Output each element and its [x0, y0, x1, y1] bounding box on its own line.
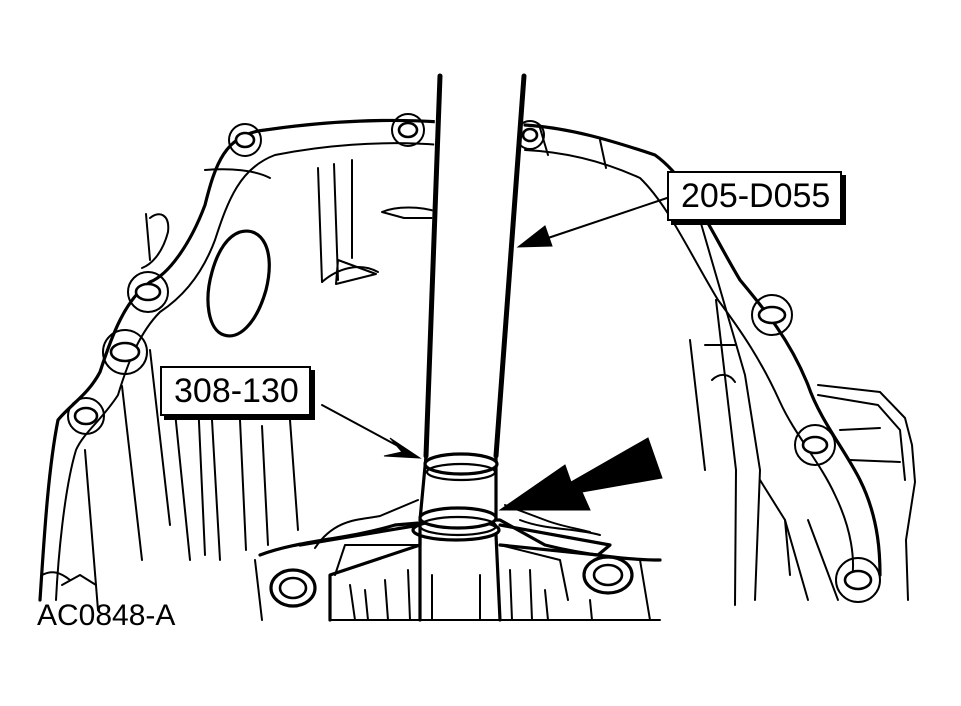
direction-arrow: [498, 437, 663, 511]
bushing-driver-308-130: [418, 452, 499, 537]
callout-label-308-130: 308-130: [160, 366, 311, 416]
figure-id-label: AC0848-A: [37, 599, 176, 632]
bushing-bore-housing: [254, 499, 662, 622]
leader-arrow-205-d055: [516, 197, 668, 248]
driver-handle-205-d055: [423, 73, 527, 459]
leader-arrow-308-130: [321, 404, 422, 459]
case-flange-left: [38, 118, 442, 611]
callout-label-205-d055: 205-D055: [667, 171, 843, 221]
